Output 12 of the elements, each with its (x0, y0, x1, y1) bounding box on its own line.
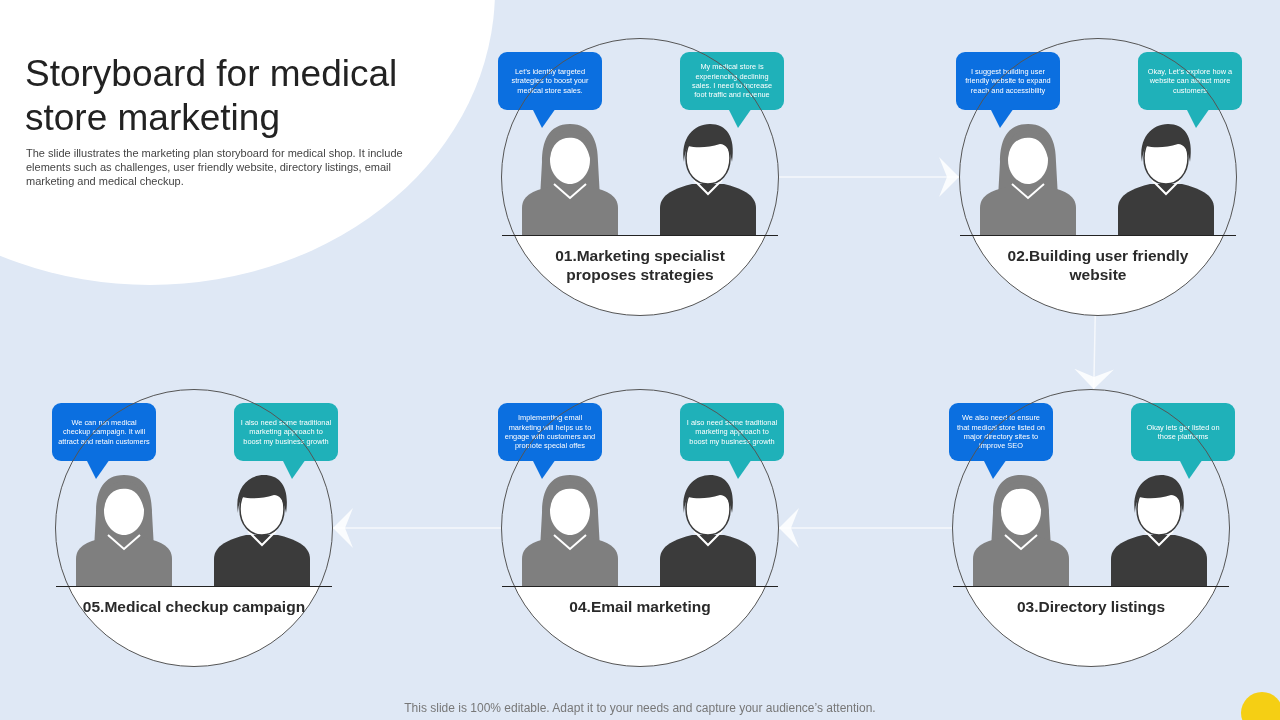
scene-caption: 01.Marketing specialist proposes strategies (554, 246, 726, 284)
scene-caption: 03.Directory listings (1015, 597, 1167, 616)
chevron-arrow (1074, 315, 1115, 390)
description-text: The slide illustrates the marketing plan storyboard for medical shop. It include elements such as challenges, user friendly website, directory listings, email marketing and medical checkup. (26, 146, 404, 188)
scene-caption: 04.Email marketing (568, 597, 712, 616)
scene-caption: 05.Medical checkup campaign (81, 597, 307, 616)
chevron-arrow (778, 508, 953, 548)
chevron-arrow (332, 508, 502, 548)
footer-note: This slide is 100% editable. Adapt it to your needs and capture your audience’s attention. (403, 701, 877, 715)
chevron-arrow (778, 157, 960, 197)
scene-caption: 02.Building user friendly website (1006, 246, 1190, 284)
slide-title: Storyboard for medical store marketing (25, 52, 399, 140)
